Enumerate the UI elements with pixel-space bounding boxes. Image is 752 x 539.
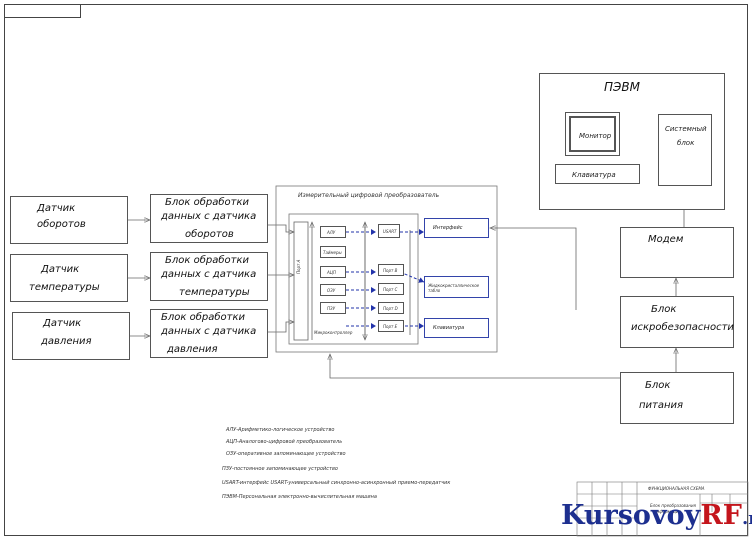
lcd-label: Жидкокристаллическое табло (428, 283, 480, 293)
port-c-label: Порт С (383, 287, 398, 292)
power-supply-line1: Блок (645, 380, 671, 391)
pc-keyboard-label: Клавиатура (572, 171, 616, 179)
corner-stamp (4, 4, 81, 18)
power-supply-box: Блок питания (620, 372, 734, 424)
pc-keyboard-box: Клавиатура (555, 164, 640, 184)
legend-usart: USART-интерфейс USART-универсальный синх… (222, 480, 451, 486)
drawing-frame (4, 4, 748, 536)
port-d-label: Порт D (383, 306, 398, 311)
system-unit-line1: Системный (665, 125, 707, 133)
processing-temperature-box: Блок обработки данных с датчика температ… (150, 252, 268, 301)
spark-protection-line2: искробезопасности (631, 322, 734, 333)
sensor-pressure-line1: Датчик (43, 318, 82, 329)
power-supply-line2: питания (639, 400, 684, 411)
interface-block: Интерфейс (424, 218, 489, 238)
processing-rpm-line2: данных с датчика (161, 211, 257, 222)
port-e-block: Порт Е (378, 320, 404, 332)
microcontroller-label: Микроконтроллер (314, 330, 353, 335)
sensor-pressure-line2: давления (41, 336, 92, 347)
processing-pressure-line2: данных с датчика (161, 326, 257, 337)
sensor-pressure-box: Датчик давления (12, 312, 130, 360)
watermark-part2: RF (700, 500, 742, 531)
sensor-rpm-line1: Датчик (37, 203, 76, 214)
spark-protection-box: Блок искробезопасности (620, 296, 734, 348)
processing-rpm-box: Блок обработки данных с датчика оборотов (150, 194, 268, 243)
port-b-block: Порт В (378, 264, 404, 276)
processing-pressure-line3: давления (167, 344, 218, 355)
alu-block: АЛУ (320, 226, 346, 238)
legend-ram: ОЗУ-оперативное запоминающее устройство (226, 451, 346, 457)
legend-alu: АЛУ-Арифметико-логическое устройство (226, 427, 335, 433)
port-a-label: Порт А (296, 259, 301, 274)
port-e-label: Порт Е (383, 324, 398, 329)
sensor-rpm-box: Датчик оборотов (10, 196, 128, 244)
title-block-sub1: Блок преобразования (650, 503, 696, 508)
legend-rom: ПЗУ-постоянное запоминающее устройство (222, 466, 338, 472)
port-c-block: Порт С (378, 283, 404, 295)
title-block-name: ФУНКЦИОНАЛЬНАЯ СХЕМА (648, 486, 705, 491)
processing-pressure-box: Блок обработки данных с датчика давления (150, 309, 268, 358)
ram-block: ОЗУ (320, 284, 346, 296)
rom-label: ПЗУ (327, 306, 336, 311)
processing-rpm-line3: оборотов (185, 229, 234, 240)
modem-box: Модем (620, 227, 734, 278)
sensor-temperature-line2: температуры (29, 282, 100, 293)
legend-adc: АЦП-Аналогово-цифровой преобразователь (226, 439, 343, 445)
title-block-sub2: информации (654, 509, 682, 514)
alu-label: АЛУ (327, 230, 336, 235)
usart-block: USART (378, 224, 400, 238)
sensor-temperature-box: Датчик температуры (10, 254, 128, 302)
converter-title: Измерительный цифровой преобразователь (298, 192, 440, 199)
keyboard-block: Клавиатура (424, 318, 489, 338)
watermark-part1: Kursovoy (561, 500, 701, 531)
processing-temperature-line1: Блок обработки (165, 255, 249, 266)
adc-block: АЦП (320, 266, 346, 278)
site-watermark: KursovoyRF.ru (561, 500, 752, 531)
lcd-block: Жидкокристаллическое табло (424, 276, 489, 298)
processing-temperature-line2: данных с датчика (161, 269, 257, 280)
legend-pc: ПЭВМ-Персональная электронно-вычислитель… (222, 494, 377, 500)
rom-block: ПЗУ (320, 302, 346, 314)
system-unit-line2: блок (677, 139, 695, 147)
monitor-screen: Монитор (569, 116, 616, 152)
pc-box: ПЭВМ Монитор Клавиатура Системный блок (539, 73, 725, 210)
usart-label: USART (383, 229, 397, 234)
monitor-label: Монитор (579, 132, 612, 140)
port-b-label: Порт В (383, 268, 398, 273)
modem-label: Модем (648, 234, 684, 245)
sensor-rpm-line2: оборотов (37, 219, 86, 230)
keyboard-label: Клавиатура (433, 325, 465, 331)
timers-label: Таймеры (323, 250, 342, 255)
timers-block: Таймеры (320, 246, 346, 258)
spark-protection-line1: Блок (651, 304, 677, 315)
pc-title: ПЭВМ (604, 80, 640, 94)
sensor-temperature-line1: Датчик (41, 264, 80, 275)
interface-label: Интерфейс (433, 225, 463, 231)
system-unit-box: Системный блок (658, 114, 712, 186)
processing-rpm-line1: Блок обработки (165, 197, 249, 208)
monitor-outer: Монитор (565, 112, 620, 156)
watermark-part3: .ru (741, 508, 752, 529)
processing-temperature-line3: температуры (179, 287, 250, 298)
port-d-block: Порт D (378, 302, 404, 314)
ram-label: ОЗУ (327, 288, 336, 293)
processing-pressure-line1: Блок обработки (161, 312, 245, 323)
adc-label: АЦП (327, 270, 336, 275)
